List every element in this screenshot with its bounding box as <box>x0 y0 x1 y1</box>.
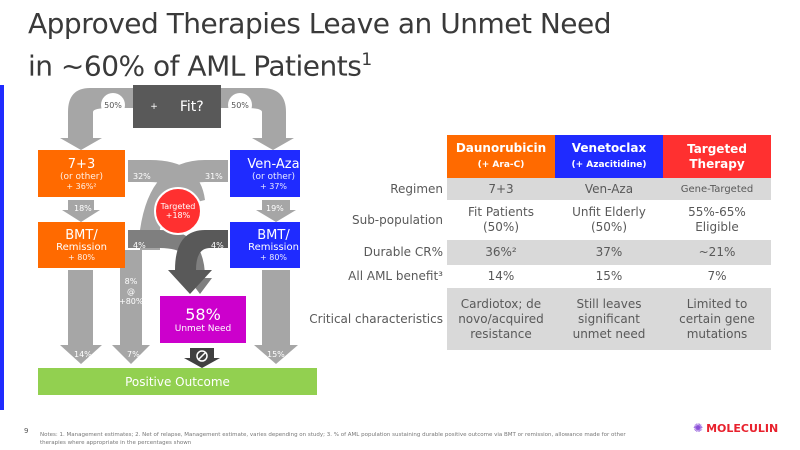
box-bmt-left: BMT/Remission+ 80% <box>38 222 125 268</box>
blocked-icon <box>196 350 208 362</box>
logo-text: MOLECULIN <box>706 421 779 435</box>
sub: (or other) <box>251 171 296 182</box>
sub: (+ Azacitidine) <box>571 159 647 170</box>
molecule-icon: ✺ <box>693 421 704 435</box>
flow-80: +80% <box>119 297 144 306</box>
positive-outcome-bar: Positive Outcome <box>38 368 317 395</box>
table-row: Sub-population Fit Patients (50%) Unfit El… <box>300 200 771 240</box>
cell: Still leaves significant unmet need <box>555 288 663 350</box>
arrow-19 <box>256 200 296 222</box>
cell: Limited to certain gene mutations <box>663 288 771 350</box>
title-line-1: Approved Therapies Leave an Unmet Need <box>28 7 612 40</box>
sub: Therapy <box>689 156 745 171</box>
row-label: Sub-population <box>300 200 447 240</box>
cell: Gene-Targeted <box>663 178 771 200</box>
box-7-3: 7+3(or other)+ 36%² <box>38 150 125 197</box>
name: Daunorubicin <box>455 140 547 155</box>
header-daunorubicin: Daunorubicin (+ Ara-C) <box>447 135 555 178</box>
sub: Remission <box>248 241 299 253</box>
company-logo: ✺MOLECULIN <box>693 421 778 435</box>
name: Venetoclax <box>571 140 647 155</box>
cell: 36%² <box>447 240 555 265</box>
flow-7: 7% <box>127 350 140 359</box>
cell: 14% <box>487 269 515 283</box>
fit-box: + Fit? <box>133 85 221 128</box>
targeted-circle: Targeted+18% <box>154 187 202 235</box>
arrow-blocked <box>184 348 220 368</box>
arrow-4-right <box>168 230 228 294</box>
sub: (or other) <box>59 171 104 182</box>
label: BMT/ <box>65 227 98 243</box>
header-venetoclax: Venetoclax (+ Azacitidine) <box>555 135 663 178</box>
fit-label: Fit? <box>179 98 204 115</box>
pct: + 36%² <box>66 181 97 191</box>
flow-8: 8% <box>124 277 138 286</box>
slide-title: Approved Therapies Leave an Unmet Need in… <box>28 6 612 84</box>
pct: + 80% <box>259 252 288 262</box>
table-header: Daunorubicin (+ Ara-C) Venetoclax (+ Azaci… <box>300 135 771 178</box>
flow-4-left: 4% <box>133 241 146 250</box>
cell: Fit Patients (50%) <box>468 205 534 234</box>
arrow-15 <box>254 270 298 364</box>
split-right: 50% <box>228 93 252 117</box>
flow-8-at-80: 8%@+80% <box>119 277 143 307</box>
label: Ven-Aza <box>247 156 300 172</box>
row-label: Critical characteristics <box>300 288 447 350</box>
table-row: All AML benefit³ 14% 15% 7% <box>300 265 771 288</box>
sub: Remission <box>56 241 107 253</box>
title-footnote: 1 <box>361 50 372 70</box>
unmet-need-box: 58%Unmet Need <box>160 296 246 343</box>
flow-31: 31% <box>205 172 223 181</box>
cell: Cardiotox; de novo/acquired resistance <box>447 288 555 350</box>
arrow-14 <box>60 270 102 364</box>
cell: 7% <box>707 269 727 283</box>
cell: Unfit Elderly (50%) <box>572 205 646 234</box>
flow-32: 32% <box>133 172 151 181</box>
unmet-value: 58% <box>185 305 221 324</box>
row-label: All AML benefit³ <box>300 265 447 288</box>
flow-4-right: 4% <box>211 241 224 250</box>
at: @ <box>127 287 135 296</box>
row-label: Regimen <box>300 178 447 200</box>
plus-sign: + <box>150 101 158 112</box>
sub: (+ Ara-C) <box>477 159 525 170</box>
flow-19: 19% <box>266 204 284 213</box>
label: BMT/ <box>257 227 290 243</box>
flow-15: 15% <box>267 350 285 359</box>
name: Targeted <box>687 141 747 156</box>
cell: Ven-Aza <box>555 178 663 200</box>
cell: 37% <box>555 240 663 265</box>
label: Targeted <box>160 202 196 211</box>
label: 7+3 <box>67 156 96 172</box>
pct: + 37% <box>259 181 288 191</box>
unmet-label: Unmet Need <box>174 324 232 334</box>
flow-18: 18% <box>74 204 92 213</box>
cell: 15% <box>595 269 623 283</box>
pct: + 80% <box>67 252 96 262</box>
split-left: 50% <box>101 93 125 117</box>
page-number: 9 <box>24 427 29 435</box>
cell: 55%-65% Eligible <box>688 205 746 234</box>
arrow-18 <box>62 200 100 222</box>
therapy-comparison-table: Daunorubicin (+ Ara-C) Venetoclax (+ Azaci… <box>300 135 771 350</box>
footnotes: Notes: 1. Management estimates; 2. Net o… <box>40 432 626 446</box>
row-label: Durable CR% <box>300 240 447 265</box>
cell: 7+3 <box>447 178 555 200</box>
arrow-7 <box>112 250 150 364</box>
flow-14: 14% <box>74 350 92 359</box>
title-line-2: in ~60% of AML Patients <box>28 49 362 83</box>
accent-bar <box>0 85 4 410</box>
cell: ~21% <box>663 240 771 265</box>
arrow-31 <box>140 160 228 250</box>
pct: +18% <box>165 211 191 220</box>
flow-arrows <box>60 88 298 368</box>
